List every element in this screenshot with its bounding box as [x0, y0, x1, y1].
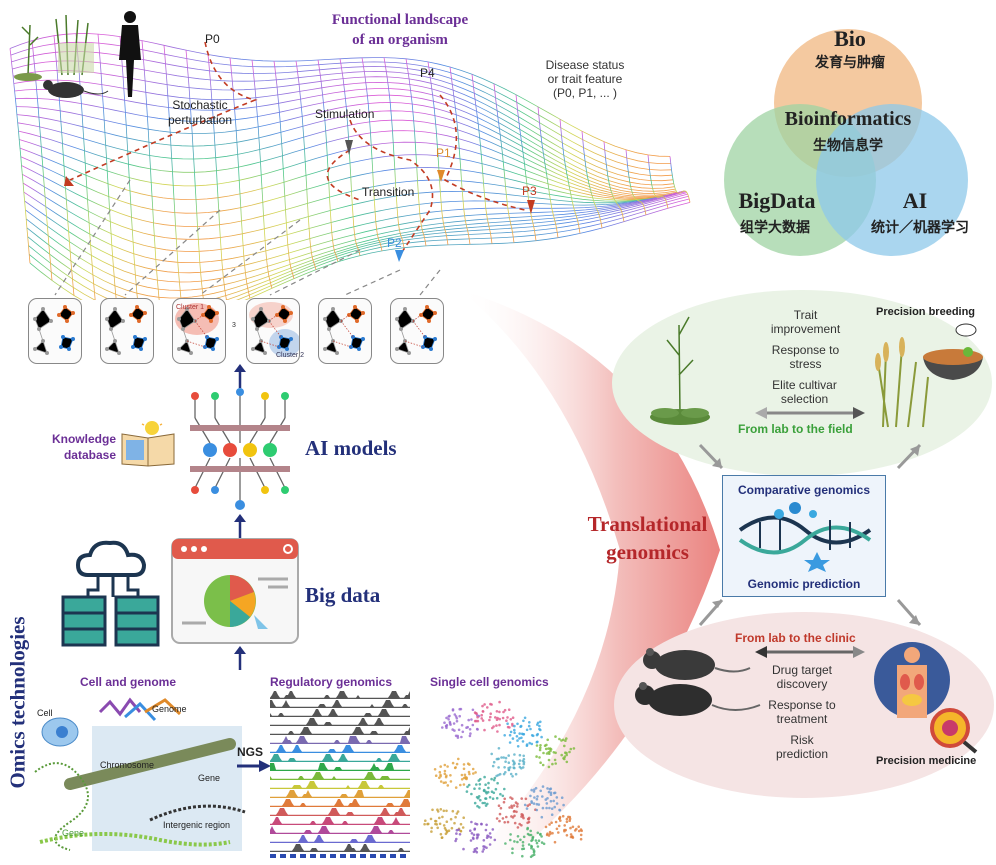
up-arrow-3 [234, 646, 246, 670]
cluster-1-label: Cluster 1 [176, 304, 205, 311]
network-panel [390, 298, 444, 364]
omics-technologies-label: Omics technologies [5, 616, 30, 789]
knowledge-database-label: Knowledge database [51, 432, 116, 462]
genomic-track [270, 709, 410, 717]
point-p4: P4 [420, 66, 435, 80]
intergenic-region-label: Intergenic region [163, 820, 231, 830]
cluster-2-label: Cluster 2 [276, 352, 305, 359]
venn-ai-label: AI [902, 188, 928, 213]
point-p0: P0 [205, 32, 220, 46]
venn-bioinformatics-cn: 生物信息学 [813, 139, 883, 154]
lab-to-clinic-label: From lab to the clinic [735, 631, 856, 645]
mice-icon [635, 648, 761, 716]
venn-bigdata-cn: 组学大数据 [740, 221, 810, 236]
genomic-track [270, 808, 410, 816]
ngs-arrow [237, 760, 271, 772]
network-panel [246, 298, 301, 364]
chromosome-label: Chromosome [100, 760, 155, 770]
single-cell-genomics-label: Single cell genomics [430, 675, 549, 689]
genomic-track [270, 745, 410, 753]
lab-to-field-label: From lab to the field [738, 422, 853, 436]
ngs-label: NGS [237, 745, 264, 759]
cell-label: Cell [37, 708, 53, 718]
venn-diagram [724, 29, 968, 256]
genome-label: Genome [152, 704, 187, 714]
precision-breeding-label: Precision breeding [876, 306, 976, 318]
point-p2: P2 [387, 236, 402, 250]
landscape-connectors [54, 179, 441, 296]
cell-genome-illustration [34, 697, 246, 851]
precision-medicine-label: Precision medicine [876, 755, 977, 767]
up-arrow-2 [234, 514, 246, 538]
venn-bioinformatics-label: Bioinformatics [784, 108, 912, 130]
disease-status-label: Disease status or trait feature (P0, P1,… [545, 58, 625, 100]
venn-ai-cn: 统计／机器学习 [871, 221, 969, 236]
dna-helix-icon [738, 502, 872, 572]
organisms-icon [14, 11, 141, 98]
genomic-track [270, 817, 410, 825]
functional-landscape-surface [9, 33, 691, 300]
big-data-chart-window-icon [171, 538, 299, 644]
cluster-3-label: 3 [232, 322, 236, 329]
crop-bowl-icon [875, 323, 983, 428]
point-p1: P1 [436, 146, 451, 160]
venn-bio-cn: 发育与肿瘤 [815, 56, 885, 71]
stochastic-label: Stochastic perturbation [167, 98, 233, 127]
big-data-label: Big data [305, 583, 381, 607]
genomic-track [270, 835, 410, 843]
venn-bigdata-label: BigData [738, 188, 816, 213]
knowledge-book-icon [121, 421, 175, 467]
network-panel [28, 298, 82, 364]
genomic-track [270, 754, 410, 762]
single-cell-umap-plot [423, 700, 583, 859]
stimulation-label: Stimulation [315, 107, 375, 121]
up-arrow-1 [234, 364, 246, 388]
ai-model-network-icon [190, 388, 290, 510]
cell-and-genome-label: Cell and genome [80, 675, 177, 689]
genomic-track [270, 700, 410, 708]
cloud-server-icon [61, 540, 160, 647]
genomic-track [270, 718, 410, 726]
regulatory-genomics-label: Regulatory genomics [270, 675, 393, 689]
landscape-title: Functional landscape of an organism [331, 12, 469, 48]
point-p3: P3 [522, 184, 537, 198]
breeding-background [612, 290, 992, 476]
network-panel [100, 298, 154, 364]
transition-label: Transition [362, 185, 415, 199]
gene-label-2: Gene [62, 828, 85, 838]
gene-annotation-track [270, 854, 410, 858]
genomic-track [270, 763, 410, 771]
ai-models-label: AI models [305, 436, 397, 460]
translational-genomics-label: Translational genomics [587, 512, 708, 564]
genomic-track [270, 691, 410, 699]
network-panel [318, 298, 372, 364]
genomic-track [270, 736, 410, 744]
regulatory-genomics-tracks [270, 690, 410, 860]
genomic-prediction-label: Genomic prediction [747, 577, 861, 591]
genomic-track [270, 781, 410, 789]
lab-to-field-arrow [755, 407, 865, 419]
arabidopsis-plant-icon [650, 316, 710, 425]
genomic-track [270, 790, 410, 798]
comparative-genomics-label: Comparative genomics [737, 483, 871, 497]
network-panel [172, 298, 226, 364]
human-body-organs-icon [874, 642, 978, 754]
genomic-track [270, 799, 410, 807]
venn-bio-label: Bio [834, 26, 866, 51]
gray-arrows [698, 443, 922, 626]
genomic-track [270, 727, 410, 735]
genomic-track [270, 772, 410, 780]
genomic-track [270, 826, 410, 834]
lab-to-clinic-arrow [755, 646, 865, 658]
gene-label: Gene [198, 773, 221, 783]
genomic-track [270, 844, 410, 852]
